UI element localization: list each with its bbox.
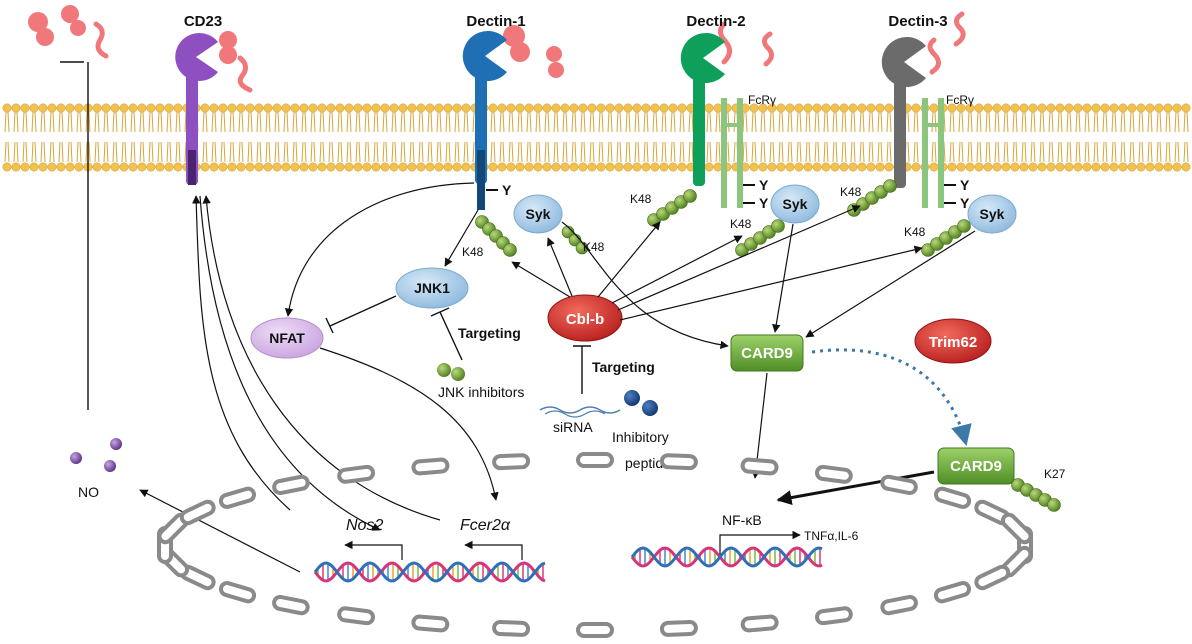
- peptide-dot-2: [642, 400, 658, 416]
- targeting-label-cblb: Targeting: [592, 359, 655, 375]
- cblb-label: Cbl-b: [566, 311, 604, 328]
- dectin1-receptor: [462, 30, 507, 210]
- card9-ub-label: CARD9: [950, 458, 1002, 475]
- k48-label-d1: K48: [462, 245, 484, 259]
- signal-arrows: [139, 182, 976, 573]
- card9-label: CARD9: [741, 345, 793, 362]
- k48-label-d3syk: K48: [904, 225, 926, 239]
- cd23-label: CD23: [184, 13, 222, 30]
- phospho-y-d2b: Y: [759, 195, 769, 211]
- no-dot-1: [70, 452, 82, 464]
- k48-label-d3: K48: [840, 185, 862, 199]
- tnf-il6-label: TNFα,IL-6: [804, 529, 859, 543]
- fcry-label-a: FcRγ: [748, 93, 776, 107]
- no-dot-2: [110, 438, 122, 450]
- k27-label: K27: [1044, 467, 1066, 481]
- k48-label-d2syk: K48: [730, 217, 752, 231]
- sirna-strand: [539, 406, 621, 414]
- jnk-inhibitor-dot-2: [451, 367, 465, 381]
- cell-membrane: [2, 103, 1191, 172]
- nfat-node: [250, 317, 324, 359]
- inhibitory-peptide-label-2: peptide: [625, 455, 671, 471]
- card9-node: [730, 334, 804, 372]
- nucleus-envelope: [157, 452, 1033, 638]
- k48-label-d2: K48: [630, 192, 652, 206]
- jnk1-label: JNK1: [414, 280, 450, 296]
- syk-label-2: Syk: [783, 196, 808, 212]
- targeting-label-jnk: Targeting: [458, 325, 521, 341]
- syk-node-1: [513, 194, 563, 234]
- card9-ub-node: [937, 447, 1015, 485]
- phospho-y-d1: Y: [502, 182, 512, 198]
- trim62-label: Trim62: [929, 334, 977, 351]
- jnk-inhibitor-dot-1: [437, 363, 451, 377]
- cd23-receptor: [175, 33, 218, 185]
- no-dot-3: [104, 460, 116, 472]
- syk-label-1: Syk: [526, 206, 551, 222]
- inhibitory-peptide-label-1: Inhibitory: [612, 429, 669, 445]
- phospho-sites: [486, 184, 956, 204]
- jnk1-node: [395, 267, 469, 309]
- targeting-inhibitions: [430, 307, 591, 394]
- sirna-strand-2: [544, 410, 606, 418]
- phospho-y-d3b: Y: [960, 195, 970, 211]
- nfkb-label: NF-κB: [722, 512, 762, 528]
- fcry-label-b: FcRγ: [946, 93, 974, 107]
- trim62-node: [914, 318, 992, 364]
- dna-helices: [313, 546, 823, 583]
- peptide-dot-1: [624, 390, 640, 406]
- dectin3-label: Dectin-3: [888, 13, 947, 30]
- ligands: [28, 5, 966, 93]
- dectin2-receptor: [680, 32, 743, 208]
- dectin2-label: Dectin-2: [686, 13, 745, 30]
- syk-node-2: [770, 184, 820, 224]
- dectin1-label: Dectin-1: [466, 13, 525, 30]
- fcer2a-label: Fcer2α: [460, 517, 511, 534]
- syk-label-3: Syk: [980, 206, 1005, 222]
- syk-node-3: [967, 194, 1017, 234]
- dectin3-receptor: [881, 37, 944, 208]
- no-label: NO: [78, 484, 99, 500]
- cblb-node: [547, 294, 623, 342]
- phospho-y-d2a: Y: [759, 177, 769, 193]
- nos2-label: Nos2: [346, 517, 383, 534]
- phospho-y-d3a: Y: [960, 177, 970, 193]
- jnk-inhibitors-label: JNK inhibitors: [438, 384, 524, 400]
- ubiquitin-chains: [475, 179, 1061, 512]
- sirna-label: siRNA: [553, 419, 593, 435]
- nfat-label: NFAT: [269, 330, 305, 346]
